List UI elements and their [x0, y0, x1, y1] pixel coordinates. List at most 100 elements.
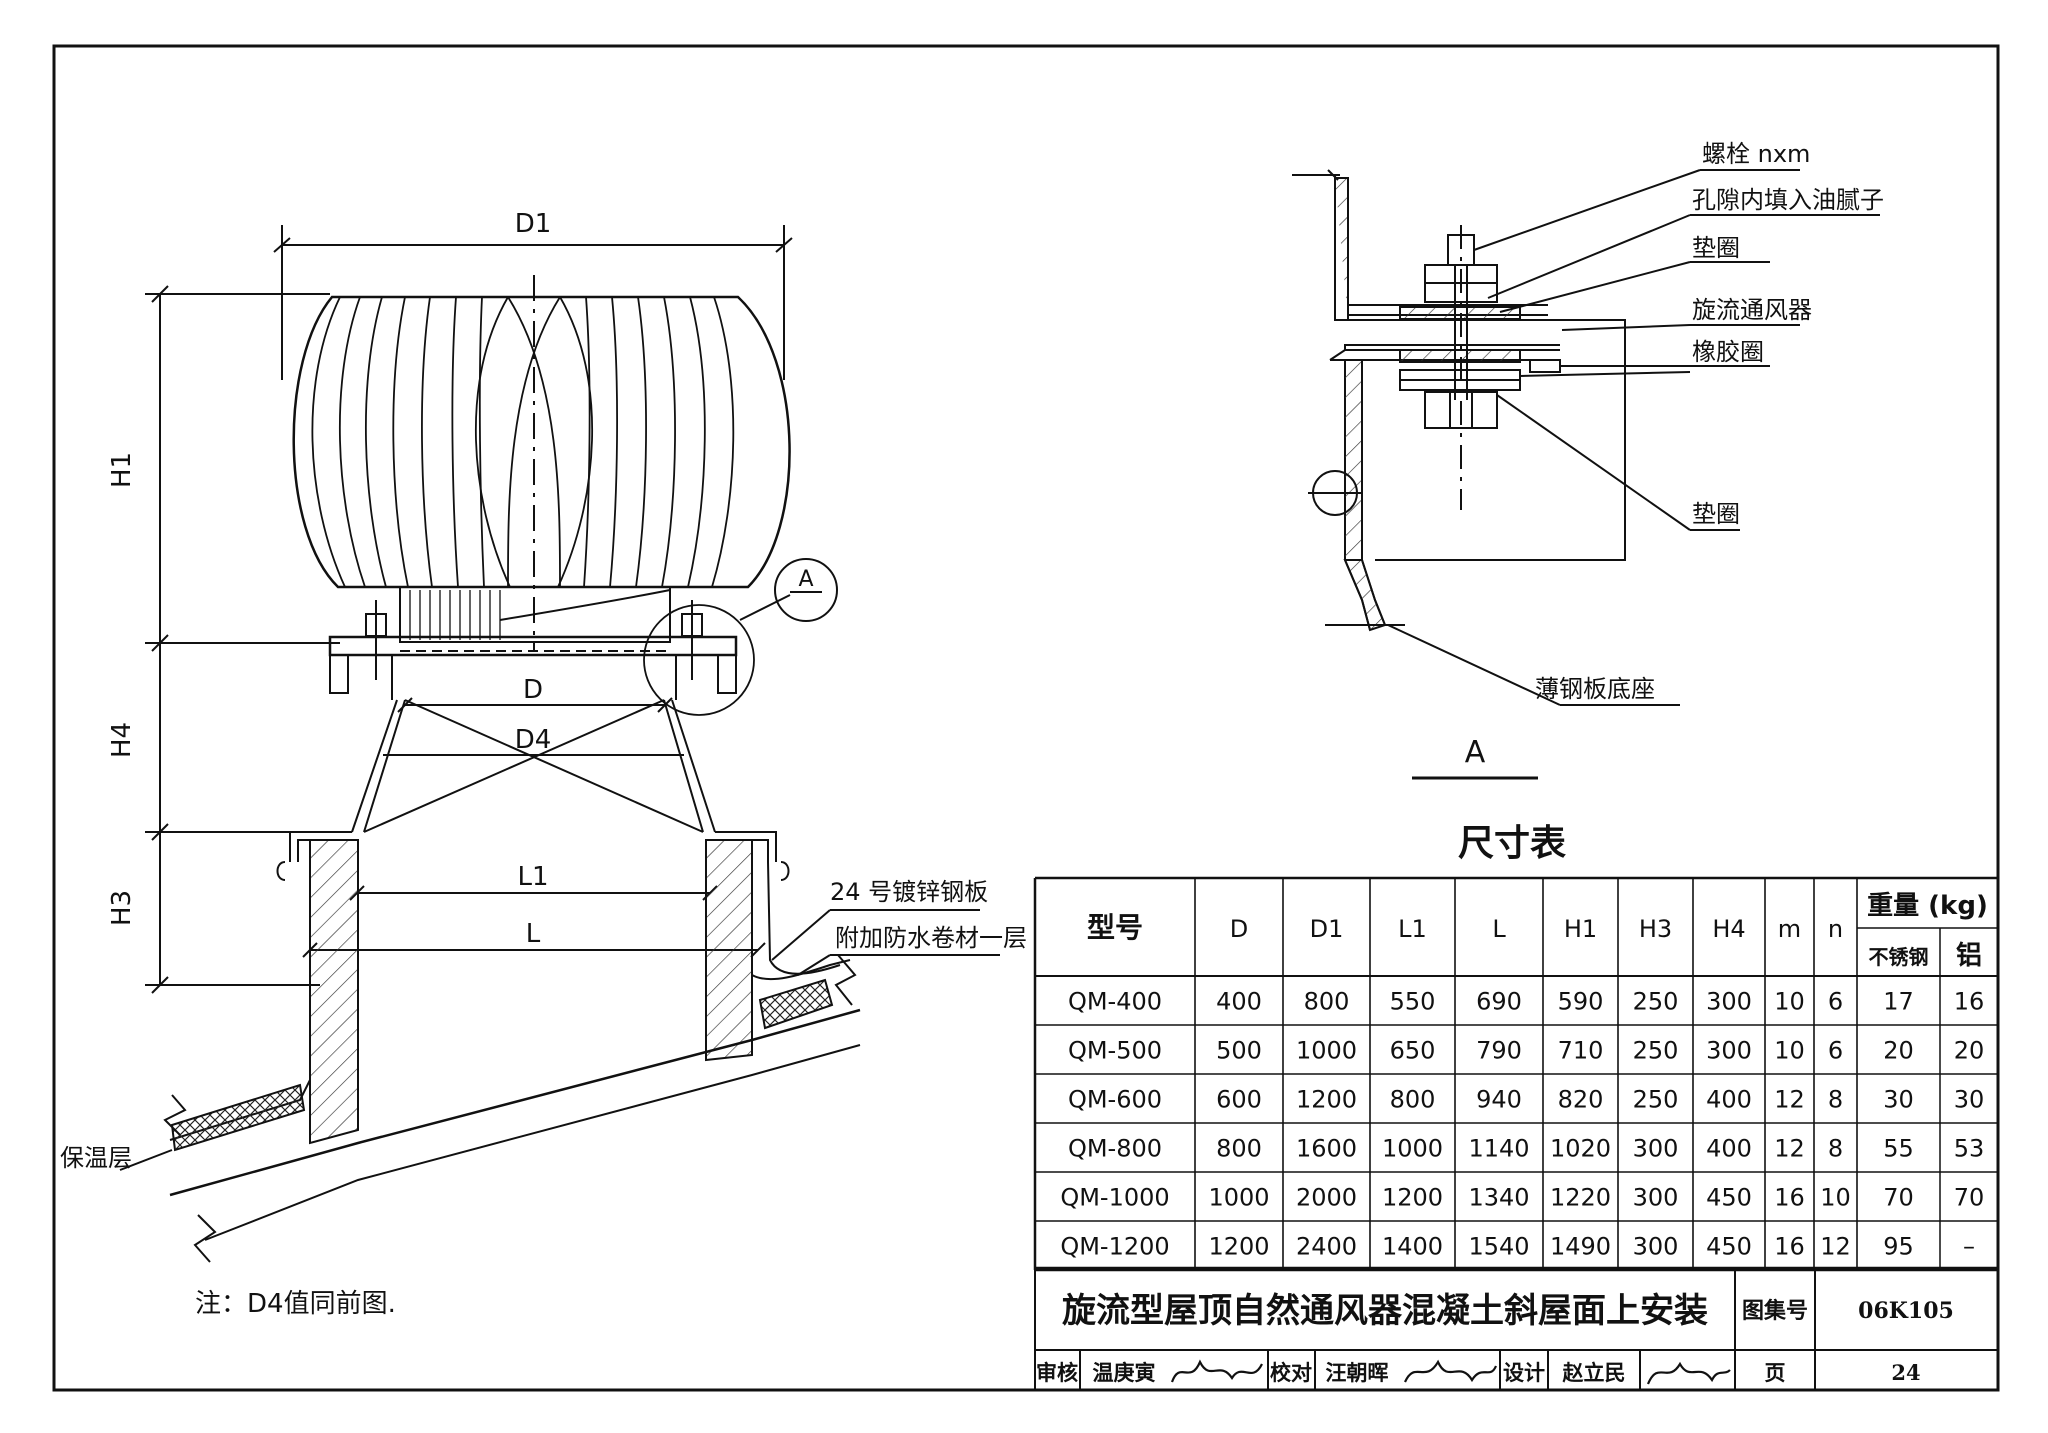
dim-l1: L1	[517, 862, 548, 892]
table-cell: 400	[1706, 1086, 1752, 1114]
table-header: n	[1828, 915, 1843, 943]
table-header: m	[1778, 915, 1801, 943]
table-cell: 500	[1216, 1037, 1262, 1065]
review-label: 审核	[1036, 1361, 1078, 1385]
table-cell: 1140	[1468, 1135, 1529, 1163]
review-name: 温庚寅	[1093, 1361, 1156, 1385]
detail-ref-letter: A	[798, 567, 813, 592]
table-cell: 590	[1558, 988, 1604, 1016]
table-header: D	[1230, 915, 1248, 943]
label-ventilator: 旋流通风器	[1692, 296, 1812, 324]
design-name: 赵立民	[1562, 1361, 1626, 1385]
table-cell: 10	[1774, 988, 1805, 1016]
table-cell: 1200	[1208, 1233, 1269, 1261]
table-cell: 12	[1820, 1233, 1851, 1261]
table-cell: QM-1000	[1060, 1184, 1169, 1212]
table-cell: 450	[1706, 1233, 1752, 1261]
main-elevation	[119, 225, 1000, 1263]
table-header-weight-sub: 铝	[1956, 941, 1982, 971]
table-cell: 20	[1883, 1037, 1914, 1065]
table-cell: 450	[1706, 1184, 1752, 1212]
table-cell: 940	[1476, 1086, 1522, 1114]
dim-l: L	[526, 919, 541, 949]
table-cell: 17	[1883, 988, 1914, 1016]
table-cell: 16	[1774, 1233, 1805, 1261]
table-cell: 1540	[1468, 1233, 1529, 1261]
table-cell: 6	[1828, 1037, 1843, 1065]
atlas-number: 06K105	[1858, 1298, 1954, 1324]
table-cell: 70	[1883, 1184, 1914, 1212]
table-cell: 12	[1774, 1086, 1805, 1114]
label-rubber-ring: 橡胶圈	[1692, 338, 1764, 366]
table-cell: 1200	[1382, 1184, 1443, 1212]
table-cell: QM-800	[1068, 1135, 1162, 1163]
table-header: H1	[1564, 915, 1597, 943]
table-cell: QM-1200	[1060, 1233, 1169, 1261]
table-cell: 10	[1820, 1184, 1851, 1212]
table-cell: 250	[1633, 988, 1679, 1016]
label-waterproof: 附加防水卷材一层	[835, 924, 1027, 952]
outer-frame	[52, 44, 2000, 1392]
table-cell: 1020	[1550, 1135, 1611, 1163]
table-cell: QM-500	[1068, 1037, 1162, 1065]
table-cell: 600	[1216, 1086, 1262, 1114]
label-steel-base: 薄钢板底座	[1535, 675, 1655, 703]
table-cell: 1000	[1208, 1184, 1269, 1212]
title-block	[1034, 1266, 1998, 1390]
table-cell: 300	[1633, 1233, 1679, 1261]
table-cell: 16	[1954, 988, 1985, 1016]
table-cell: 1400	[1382, 1233, 1443, 1261]
table-cell: 800	[1304, 988, 1350, 1016]
table-title: 尺寸表	[1458, 823, 1566, 864]
table-cell: 400	[1706, 1135, 1752, 1163]
dim-h4: H4	[107, 722, 137, 758]
dim-d4: D4	[515, 725, 552, 755]
note: 注：D4值同前图.	[195, 1289, 396, 1319]
table-cell: 300	[1706, 988, 1752, 1016]
table-cell: 820	[1558, 1086, 1604, 1114]
table-cell: QM-400	[1068, 988, 1162, 1016]
table-header: L	[1492, 915, 1506, 943]
table-cell: 55	[1883, 1135, 1914, 1163]
table-cell: 12	[1774, 1135, 1805, 1163]
review-signature	[1170, 1359, 1263, 1383]
table-cell: 300	[1633, 1135, 1679, 1163]
table-cell: 30	[1954, 1086, 1985, 1114]
table-cell: 2000	[1296, 1184, 1357, 1212]
design-signature	[1646, 1361, 1731, 1385]
dim-h1: H1	[107, 452, 137, 488]
design-label: 设计	[1503, 1361, 1545, 1385]
table-cell: 53	[1954, 1135, 1985, 1163]
check-name: 汪朝晖	[1326, 1361, 1389, 1385]
table-header: 型号	[1087, 911, 1143, 944]
table-cell: 1200	[1296, 1086, 1357, 1114]
table-cell: 800	[1216, 1135, 1262, 1163]
dim-h3: H3	[107, 890, 137, 926]
table-cell: 790	[1476, 1037, 1522, 1065]
table-cell: 6	[1828, 988, 1843, 1016]
table-cell: 400	[1216, 988, 1262, 1016]
dim-d1: D1	[515, 209, 552, 239]
table-cell: 8	[1828, 1086, 1843, 1114]
atlas-label: 图集号	[1742, 1298, 1808, 1324]
label-washer-bottom: 垫圈	[1692, 500, 1740, 528]
page-label: 页	[1765, 1361, 1786, 1385]
label-washer-top: 垫圈	[1692, 234, 1740, 262]
table-cell: –	[1963, 1233, 1975, 1261]
table-cell: 1000	[1296, 1037, 1357, 1065]
label-galvanized-sheet: 24 号镀锌钢板	[830, 878, 988, 906]
table-header: H4	[1712, 915, 1745, 943]
table-cell: 1000	[1382, 1135, 1443, 1163]
table-cell: QM-600	[1068, 1086, 1162, 1114]
label-insulation: 保温层	[60, 1144, 132, 1172]
table-cell: 30	[1883, 1086, 1914, 1114]
table-cell: 300	[1706, 1037, 1752, 1065]
table-cell: 1490	[1550, 1233, 1611, 1261]
table-cell: 650	[1390, 1037, 1436, 1065]
table-header-weight: 重量 (kg)	[1867, 891, 1988, 921]
table-cell: 20	[1954, 1037, 1985, 1065]
table-header: L1	[1398, 915, 1427, 943]
table-cell: 2400	[1296, 1233, 1357, 1261]
